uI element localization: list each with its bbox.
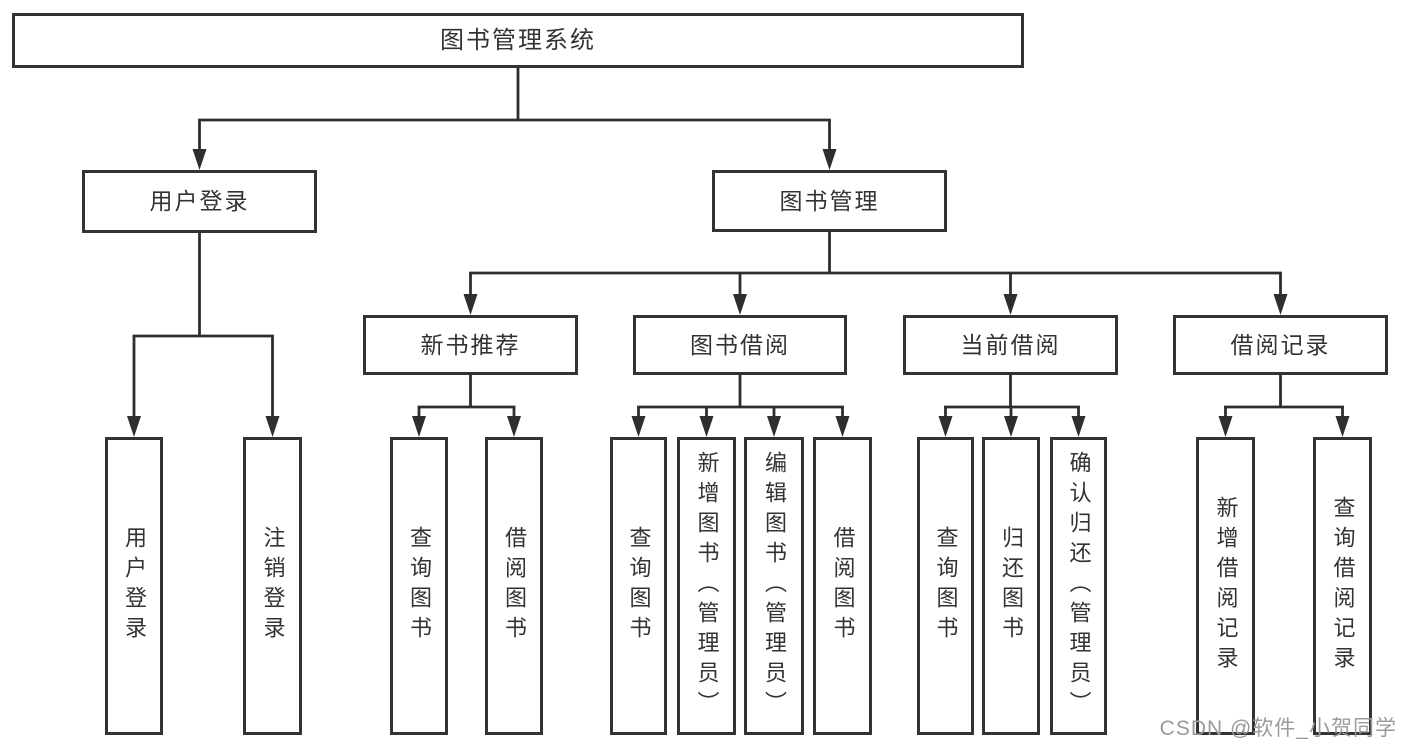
node-borrow-records-label: 借阅记录 [1230,331,1331,358]
node-user-login-module-label: 用户登录 [149,188,250,214]
edge-new-book-recommend [412,375,521,437]
node-borrow-records: 借阅记录 [1173,315,1388,375]
arrow-down-icon [822,149,837,170]
node-leaf-edit-book: 编辑图书（管理员） [744,437,804,735]
node-leaf-query-book-1-label: 查询图书 [407,526,432,646]
node-root: 图书管理系统 [12,13,1024,68]
node-leaf-query-book-2-label: 查询图书 [626,526,652,646]
node-leaf-user-login: 用户登录 [105,437,163,735]
edge-user-login-module [127,233,280,437]
node-leaf-borrow-book-2: 借阅图书 [813,437,872,735]
edge-book-borrow [631,375,850,437]
node-leaf-query-book-3-label: 查询图书 [933,526,959,646]
arrow-down-icon [1003,294,1018,315]
arrow-down-icon [767,416,781,437]
node-leaf-add-borrow-record: 新增借阅记录 [1196,437,1255,735]
watermark: CSDN @软件_小贺同学 [1159,717,1397,740]
node-book-management-module-label: 图书管理 [779,187,880,214]
node-new-book-recommend-label: 新书推荐 [420,331,521,358]
node-leaf-return-book-label: 归还图书 [999,526,1024,646]
arrow-down-icon [938,416,953,437]
node-current-borrow: 当前借阅 [903,315,1118,375]
node-current-borrow-label: 当前借阅 [960,331,1061,358]
node-leaf-user-login-label: 用户登录 [122,526,147,646]
node-leaf-add-borrow-record-label: 新增借阅记录 [1213,496,1239,676]
node-leaf-borrow-book-2-label: 借阅图书 [830,526,856,646]
edge-root [192,68,837,170]
node-leaf-query-book-2: 查询图书 [610,437,667,735]
node-leaf-logout-label: 注销登录 [260,526,286,646]
arrow-down-icon [463,294,478,315]
node-leaf-query-borrow-record-label: 查询借阅记录 [1330,496,1356,676]
node-book-borrow-label: 图书借阅 [690,331,790,358]
node-leaf-confirm-return: 确认归还（管理员） [1050,437,1107,735]
arrow-down-icon [835,416,850,437]
node-leaf-query-book-3: 查询图书 [917,437,974,735]
node-leaf-logout: 注销登录 [243,437,302,735]
arrow-down-icon [631,416,646,437]
node-book-management-module: 图书管理 [712,170,947,232]
arrow-down-icon [265,416,280,437]
node-book-borrow: 图书借阅 [633,315,847,375]
node-user-login-module: 用户登录 [82,170,317,233]
node-root-label: 图书管理系统 [440,26,596,54]
node-leaf-add-book-label: 新增图书（管理员） [694,451,720,721]
arrow-down-icon [1004,416,1018,437]
edge-book-management-module [463,232,1288,315]
arrow-down-icon [192,149,207,170]
arrow-down-icon [699,416,714,437]
node-leaf-add-book: 新增图书（管理员） [677,437,736,735]
node-leaf-confirm-return-label: 确认归还（管理员） [1066,451,1092,721]
edge-borrow-records [1218,375,1350,437]
node-leaf-borrow-book-1: 借阅图书 [485,437,543,735]
node-leaf-query-book-1: 查询图书 [390,437,448,735]
arrow-down-icon [412,416,426,437]
edge-current-borrow [938,375,1086,437]
arrow-down-icon [733,294,747,315]
node-new-book-recommend: 新书推荐 [363,315,578,375]
arrow-down-icon [1071,416,1086,437]
node-leaf-query-borrow-record: 查询借阅记录 [1313,437,1372,735]
node-leaf-return-book: 归还图书 [982,437,1040,735]
arrow-down-icon [1218,416,1233,437]
arrow-down-icon [1335,416,1350,437]
node-leaf-edit-book-label: 编辑图书（管理员） [762,451,787,721]
arrow-down-icon [127,416,141,437]
arrow-down-icon [507,416,521,437]
node-leaf-borrow-book-1-label: 借阅图书 [502,526,527,646]
arrow-down-icon [1273,294,1288,315]
